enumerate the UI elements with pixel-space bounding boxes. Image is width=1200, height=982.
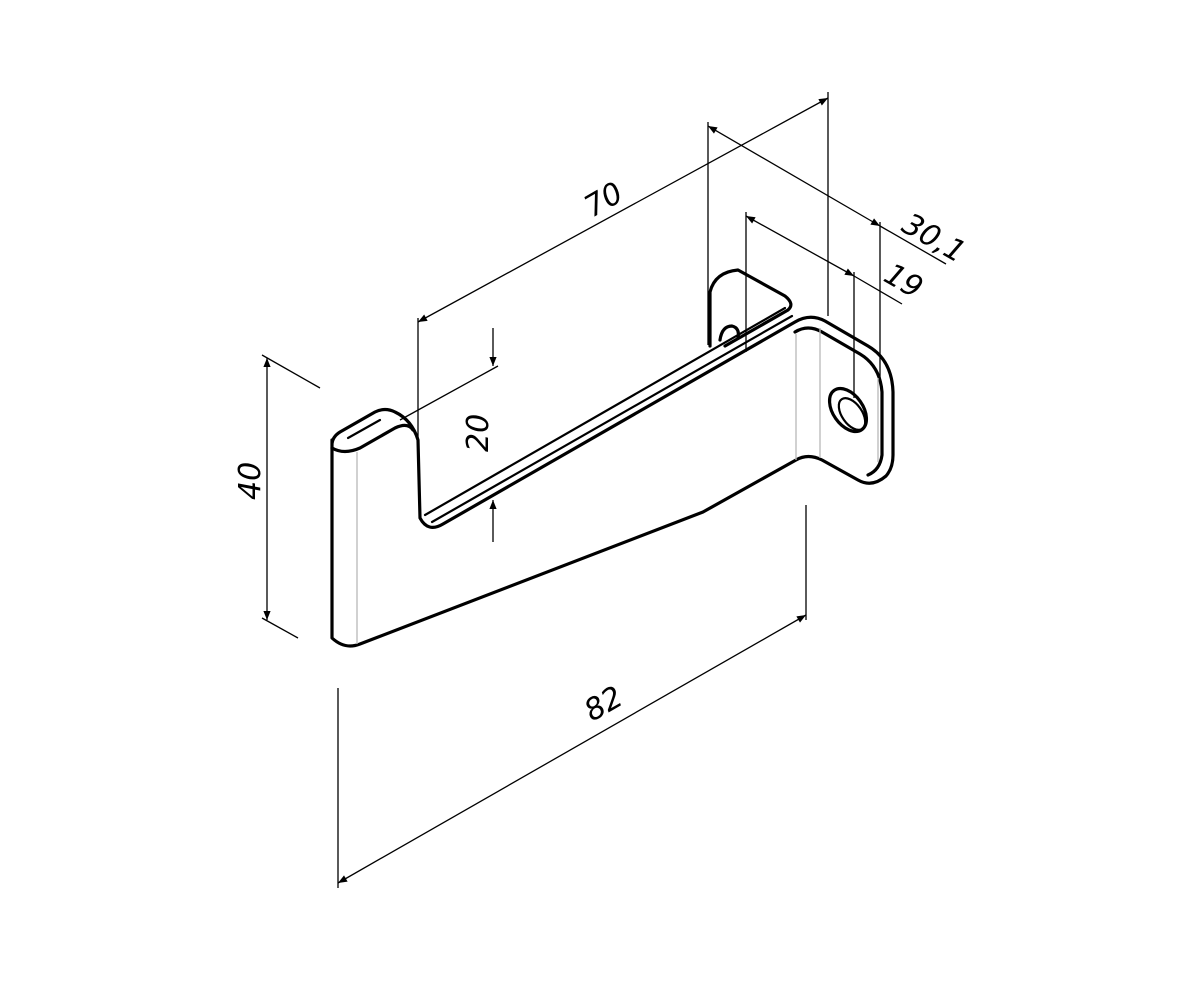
tab-front-edge <box>793 326 884 477</box>
mounting-hole-inner <box>837 397 867 431</box>
extension-line <box>261 354 321 389</box>
dimension-label-20: 20 <box>461 414 496 452</box>
dimension-label-70: 70 <box>579 176 630 225</box>
dimension-line-82 <box>337 614 807 884</box>
hook-top-slot <box>346 418 382 440</box>
dimension-line-30-1 <box>707 125 881 227</box>
dimension-line-70 <box>417 97 829 323</box>
dimension-label-19: 19 <box>878 257 929 306</box>
bracket-outline <box>330 315 895 648</box>
leader-line <box>879 225 947 265</box>
extension-line <box>399 365 499 421</box>
channel-line-2 <box>430 314 794 524</box>
mounting-hole <box>827 386 869 434</box>
extension-line <box>261 617 299 639</box>
dimension-line-19 <box>745 215 855 277</box>
leader-line <box>853 275 903 305</box>
channel-line-1 <box>423 306 787 517</box>
dimension-label-30-1: 30,1 <box>896 207 971 271</box>
front-face-edge <box>330 423 415 454</box>
dimension-label-40: 40 <box>233 462 268 500</box>
dimension-label-82: 82 <box>579 680 630 729</box>
rear-tab-hole <box>718 324 740 342</box>
